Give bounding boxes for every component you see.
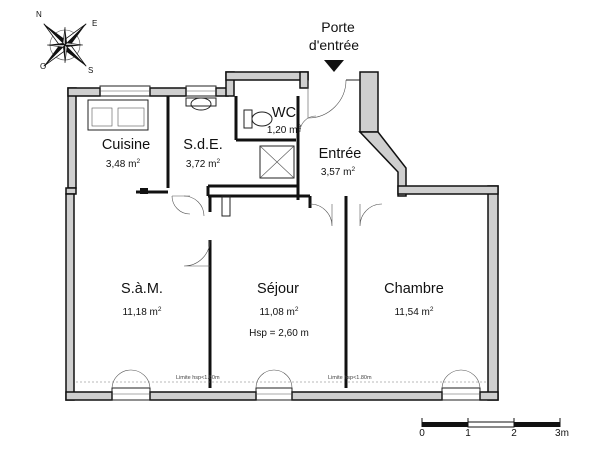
- kitchen-sink-icon: [87, 99, 149, 131]
- scale-bar: [421, 418, 561, 428]
- room-name-chambre: Chambre: [384, 281, 444, 297]
- room-name-sam: S.à.M.: [121, 281, 163, 297]
- compass-east-label: E: [92, 19, 97, 28]
- room-area-chambre: 11,54 m2: [394, 306, 433, 318]
- limit-label-left: Limite hsp<1.80m: [176, 375, 220, 381]
- scale-tick-1: 1: [465, 428, 471, 439]
- washbasin-icon: [185, 97, 217, 111]
- room-area-cuisine: 3,48 m2: [106, 158, 141, 170]
- room-name-wc: WC: [272, 105, 296, 121]
- room-area-sejour: 11,08 m2: [259, 306, 298, 318]
- compass-north-label: N: [36, 10, 42, 19]
- room-area-entree: 3,57 m2: [321, 166, 356, 178]
- bathroom-window: [185, 85, 217, 97]
- kitchen-window: [99, 85, 151, 97]
- room-name-sejour: Séjour: [257, 281, 299, 297]
- ceiling-height-label: Hsp = 2,60 m: [249, 328, 309, 339]
- room-area-sam: 11,18 m2: [122, 306, 161, 318]
- room-name-entree: Entrée: [319, 146, 362, 162]
- bottom-windows: [111, 369, 481, 401]
- room-area-sde: 3,72 m2: [186, 158, 221, 170]
- scale-tick-0: 0: [419, 428, 425, 439]
- entrance-label-line2: d'entrée: [309, 37, 359, 53]
- scale-tick-3: 3m: [555, 428, 569, 439]
- scale-tick-2: 2: [511, 428, 517, 439]
- compass-west-label: O: [40, 62, 46, 71]
- entrance-arrow-icon: [324, 60, 344, 72]
- limit-label-right: Limite hsp<1.80m: [328, 375, 372, 381]
- room-name-cuisine: Cuisine: [102, 137, 150, 153]
- toilet-icon: [243, 109, 273, 129]
- room-name-sde: S.d.E.: [183, 137, 223, 153]
- interior-walls: [136, 96, 348, 388]
- shower-icon: [259, 145, 295, 179]
- doors: [171, 79, 383, 267]
- room-area-wc: 1,20 m2: [267, 124, 302, 136]
- exterior-walls: [65, 71, 499, 401]
- compass-south-label: S: [88, 66, 93, 75]
- entrance-label-line1: Porte: [321, 19, 355, 35]
- compass-rose-icon: [43, 23, 87, 67]
